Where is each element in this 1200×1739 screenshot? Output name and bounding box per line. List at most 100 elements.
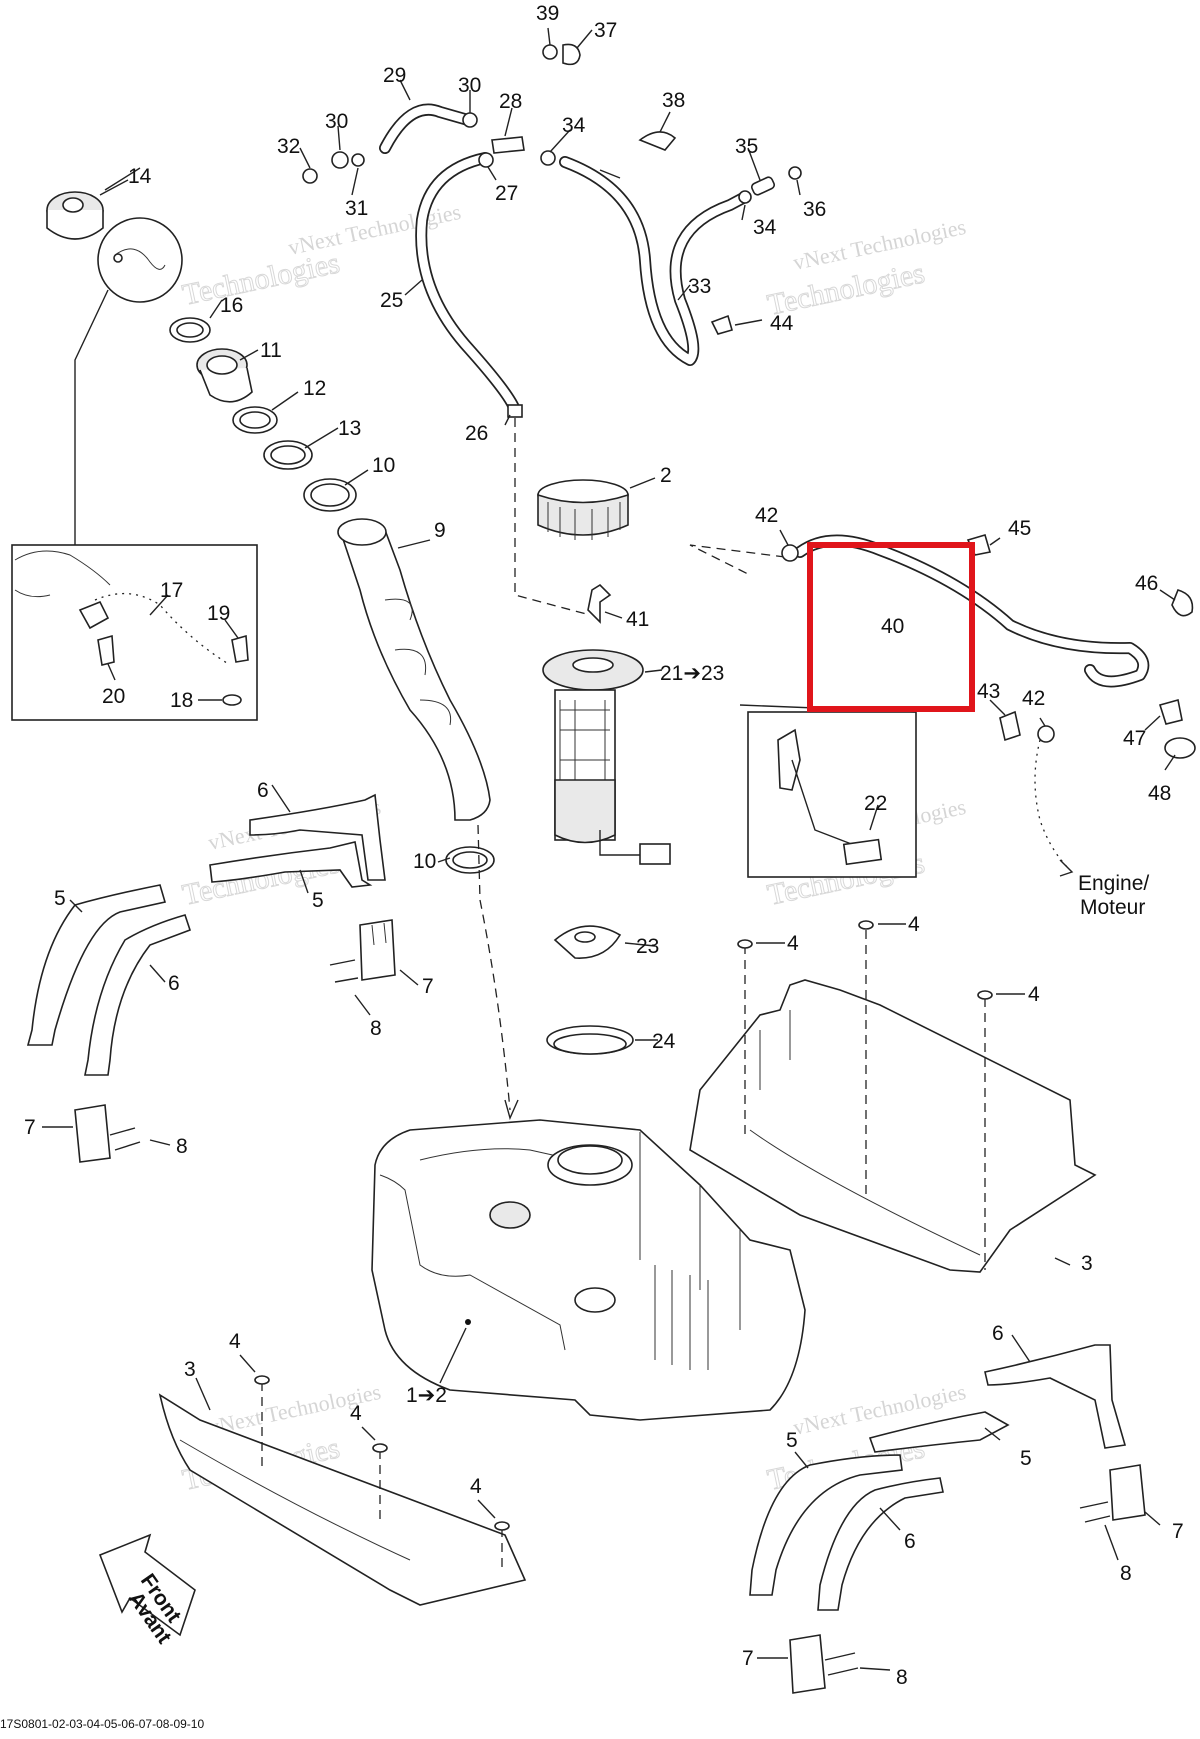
- tether-end: [78, 600, 110, 630]
- strap-5-lower: [749, 1454, 903, 1596]
- bracket-7-top: [359, 919, 396, 981]
- callout-46: 46: [1135, 572, 1158, 595]
- callout-25: 25: [380, 289, 403, 312]
- callout-10-bottom: 10: [413, 850, 436, 873]
- callout-31: 31: [345, 197, 368, 220]
- callout-30-top: 30: [458, 74, 481, 97]
- fuel-cap-body: [46, 210, 104, 240]
- callout-38: 38: [662, 89, 685, 112]
- skid-plate-right: [689, 920, 1097, 1273]
- clip-38: [638, 131, 677, 151]
- callout-47: 47: [1123, 727, 1146, 750]
- callout-6-top: 6: [257, 779, 269, 802]
- fuel-pump-group: [537, 477, 671, 1055]
- engine-label: Engine/: [1078, 872, 1149, 895]
- callout-5-top-right: 5: [1020, 1447, 1032, 1470]
- callout-1-2: 1➔2: [406, 1384, 447, 1407]
- elbow-41: [587, 583, 612, 624]
- bracket-7-bottom-right: [789, 1634, 826, 1694]
- callout-5-top: 5: [312, 889, 324, 912]
- fitting-32: [302, 168, 318, 184]
- callout-27: 27: [495, 182, 518, 205]
- bracket-7-right: [1109, 1464, 1146, 1521]
- callout-8-bottom-right: 8: [896, 1666, 908, 1689]
- washer-18: [222, 694, 242, 706]
- filler-hose-9: [337, 518, 519, 1121]
- float-detail-frame: [747, 711, 917, 878]
- callout-22: 22: [864, 792, 887, 815]
- callout-20: 20: [102, 685, 125, 708]
- callout-13: 13: [338, 417, 361, 440]
- callout-3-right: 3: [1081, 1252, 1093, 1275]
- float-detail-box: [739, 704, 917, 878]
- float-22: [639, 843, 671, 865]
- callout-4-b: 4: [908, 913, 920, 936]
- callout-14: 14: [128, 165, 152, 188]
- callout-32: 32: [277, 135, 300, 158]
- rivet-4d: [254, 1375, 270, 1385]
- rivet-20: [97, 634, 115, 666]
- callout-6-top-right: 6: [992, 1322, 1004, 1345]
- fitting-34-top: [540, 150, 556, 166]
- callout-21-23: 21➔23: [660, 662, 724, 685]
- strap-5-top-right: [868, 1411, 1010, 1453]
- skid-plate-3-left: [158, 1393, 527, 1606]
- callout-40: 40: [881, 615, 904, 638]
- rivet-4c: [977, 990, 993, 1000]
- tank-filler-opening: [489, 1201, 531, 1229]
- callout-7-right: 7: [1172, 1520, 1184, 1543]
- clip-46: [1171, 589, 1194, 617]
- callout-9: 9: [434, 519, 446, 542]
- fitting-36: [788, 166, 802, 180]
- callout-28: 28: [499, 90, 522, 113]
- callout-8-top: 8: [370, 1017, 382, 1040]
- callout-4-d: 4: [229, 1330, 241, 1353]
- callout-37: 37: [594, 19, 617, 42]
- connector-43: [999, 710, 1021, 742]
- callout-8-right: 8: [1120, 1562, 1132, 1585]
- leader-lines-top: [299, 27, 801, 616]
- fitting-27: [478, 152, 494, 168]
- callout-45: 45: [1008, 517, 1031, 540]
- strap-6-left: [84, 914, 192, 1076]
- callout-35: 35: [735, 135, 758, 158]
- footer-code: 17S0801-02-03-04-05-06-07-08-09-10: [0, 1717, 204, 1731]
- callout-44: 44: [770, 312, 794, 335]
- vent-hose-assembly: [302, 43, 802, 418]
- clip-44: [710, 314, 733, 335]
- strap-6-lower: [817, 1477, 944, 1611]
- callout-4-f: 4: [470, 1475, 482, 1498]
- callout-18: 18: [170, 689, 193, 712]
- strap-5-top: [209, 841, 373, 888]
- strap-6-top: [249, 793, 386, 881]
- straps-right: [749, 1334, 1161, 1694]
- callout-23: 23: [636, 935, 659, 958]
- callout-42-top: 42: [755, 504, 778, 527]
- callout-17: 17: [160, 579, 183, 602]
- callout-4-c: 4: [1028, 983, 1040, 1006]
- callout-6-lower: 6: [904, 1530, 916, 1553]
- connector-42-top: [781, 544, 799, 562]
- callout-numbers: 39 37 29 30 28 38 34 32 30 31 27 35 36 3…: [24, 2, 1184, 1689]
- callout-8-bottom: 8: [176, 1135, 188, 1158]
- strap-5-left: [26, 884, 167, 1046]
- callout-16: 16: [220, 294, 243, 317]
- detail-frame: [11, 544, 258, 721]
- filler-hose: [339, 524, 491, 821]
- callout-39: 39: [536, 2, 559, 25]
- callout-43: 43: [977, 680, 1000, 703]
- callout-42-bottom: 42: [1022, 687, 1045, 710]
- fuel-tank: [371, 1119, 806, 1421]
- callout-33: 33: [688, 275, 711, 298]
- callout-12: 12: [303, 377, 326, 400]
- fitting-30-top: [462, 112, 478, 128]
- callout-19: 19: [207, 602, 230, 625]
- callout-34-right: 34: [753, 216, 777, 239]
- watermark-top-left-big: Technologies: [180, 246, 343, 311]
- front-arrow: Front Avant: [98, 1533, 196, 1648]
- callout-3-left: 3: [184, 1358, 196, 1381]
- callout-36: 36: [803, 198, 826, 221]
- connector-42-bottom: [1037, 725, 1055, 743]
- fuel-line-assembly: [689, 529, 1196, 877]
